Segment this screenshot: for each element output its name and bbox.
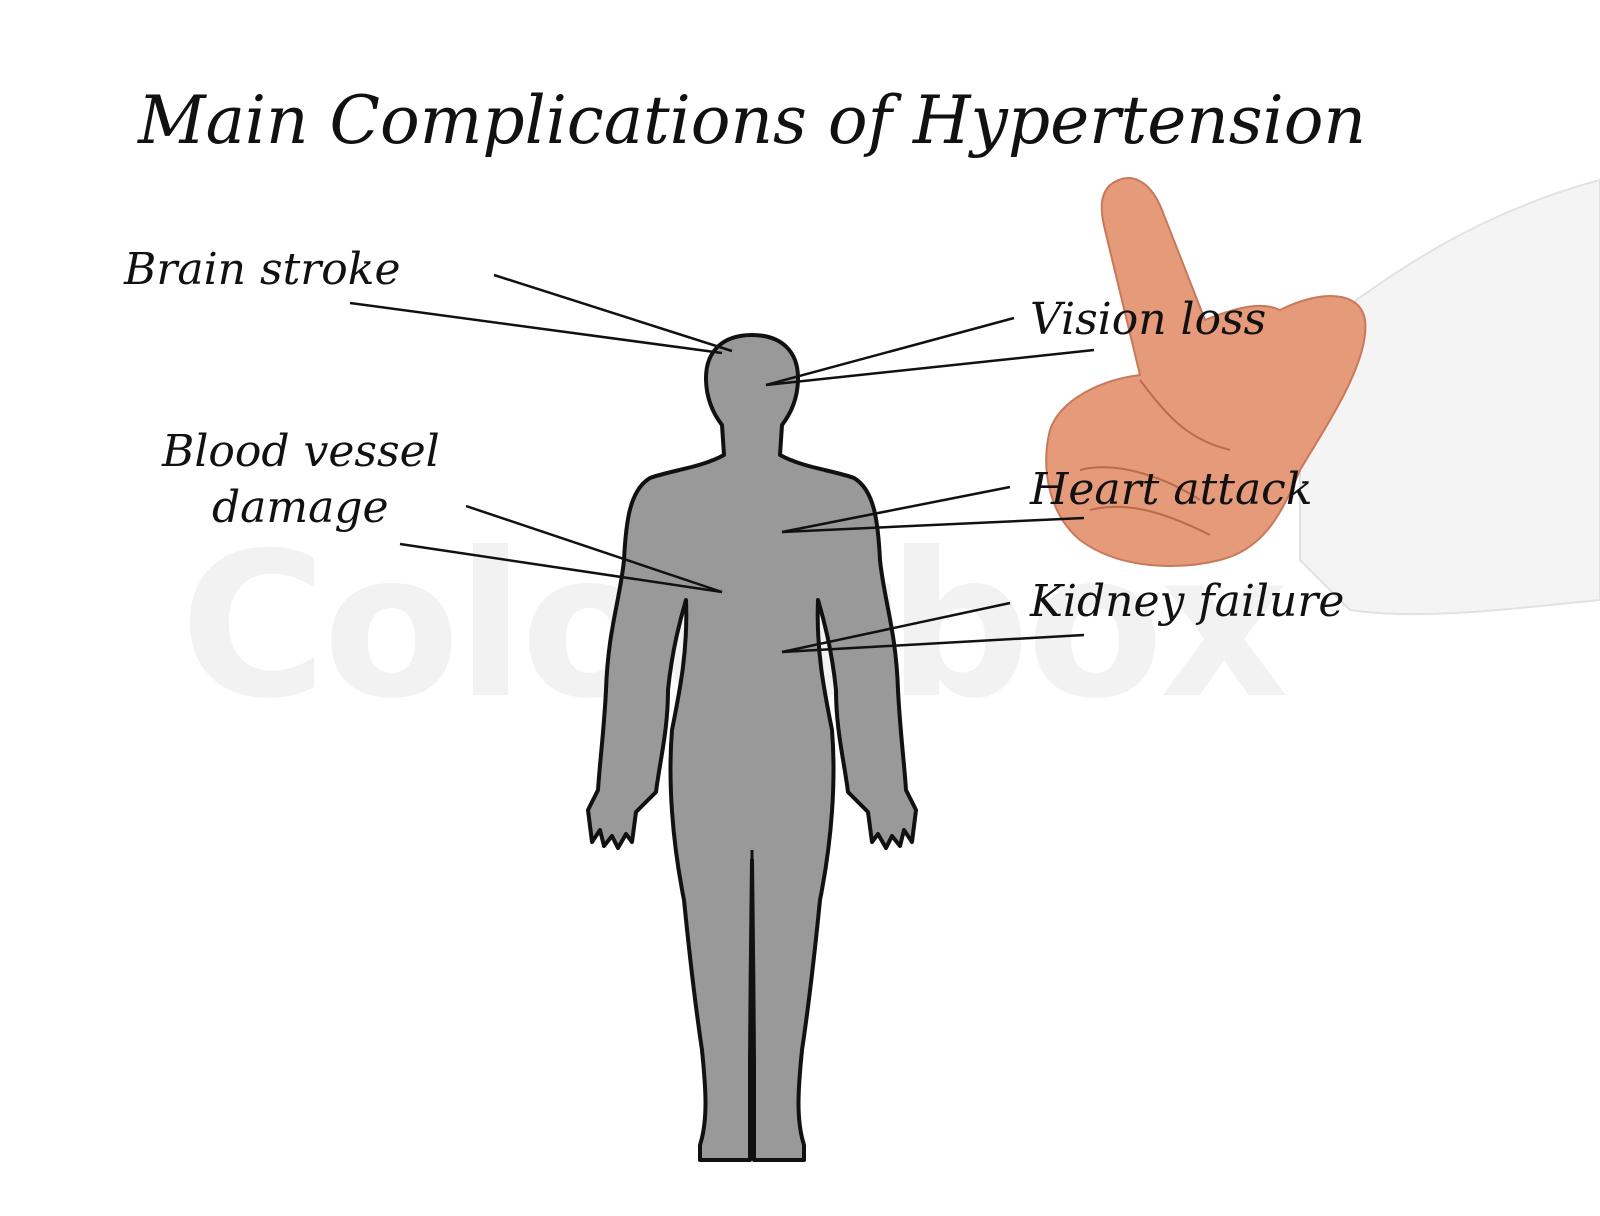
label-blood-vessel-line1: Blood vessel xyxy=(162,426,440,477)
label-brain-stroke: Brain stroke xyxy=(124,244,401,295)
label-vision-loss: Vision loss xyxy=(1030,294,1267,345)
label-heart-attack: Heart attack xyxy=(1030,464,1313,515)
pointing-hand-illustration xyxy=(1045,177,1600,616)
label-blood-vessel-line2: damage xyxy=(212,482,389,533)
label-kidney-failure: Kidney failure xyxy=(1030,576,1345,627)
human-body-silhouette xyxy=(586,333,918,1162)
connector-lines xyxy=(349,273,1095,654)
diagram-title: Main Complications of Hypertension xyxy=(138,82,1366,159)
